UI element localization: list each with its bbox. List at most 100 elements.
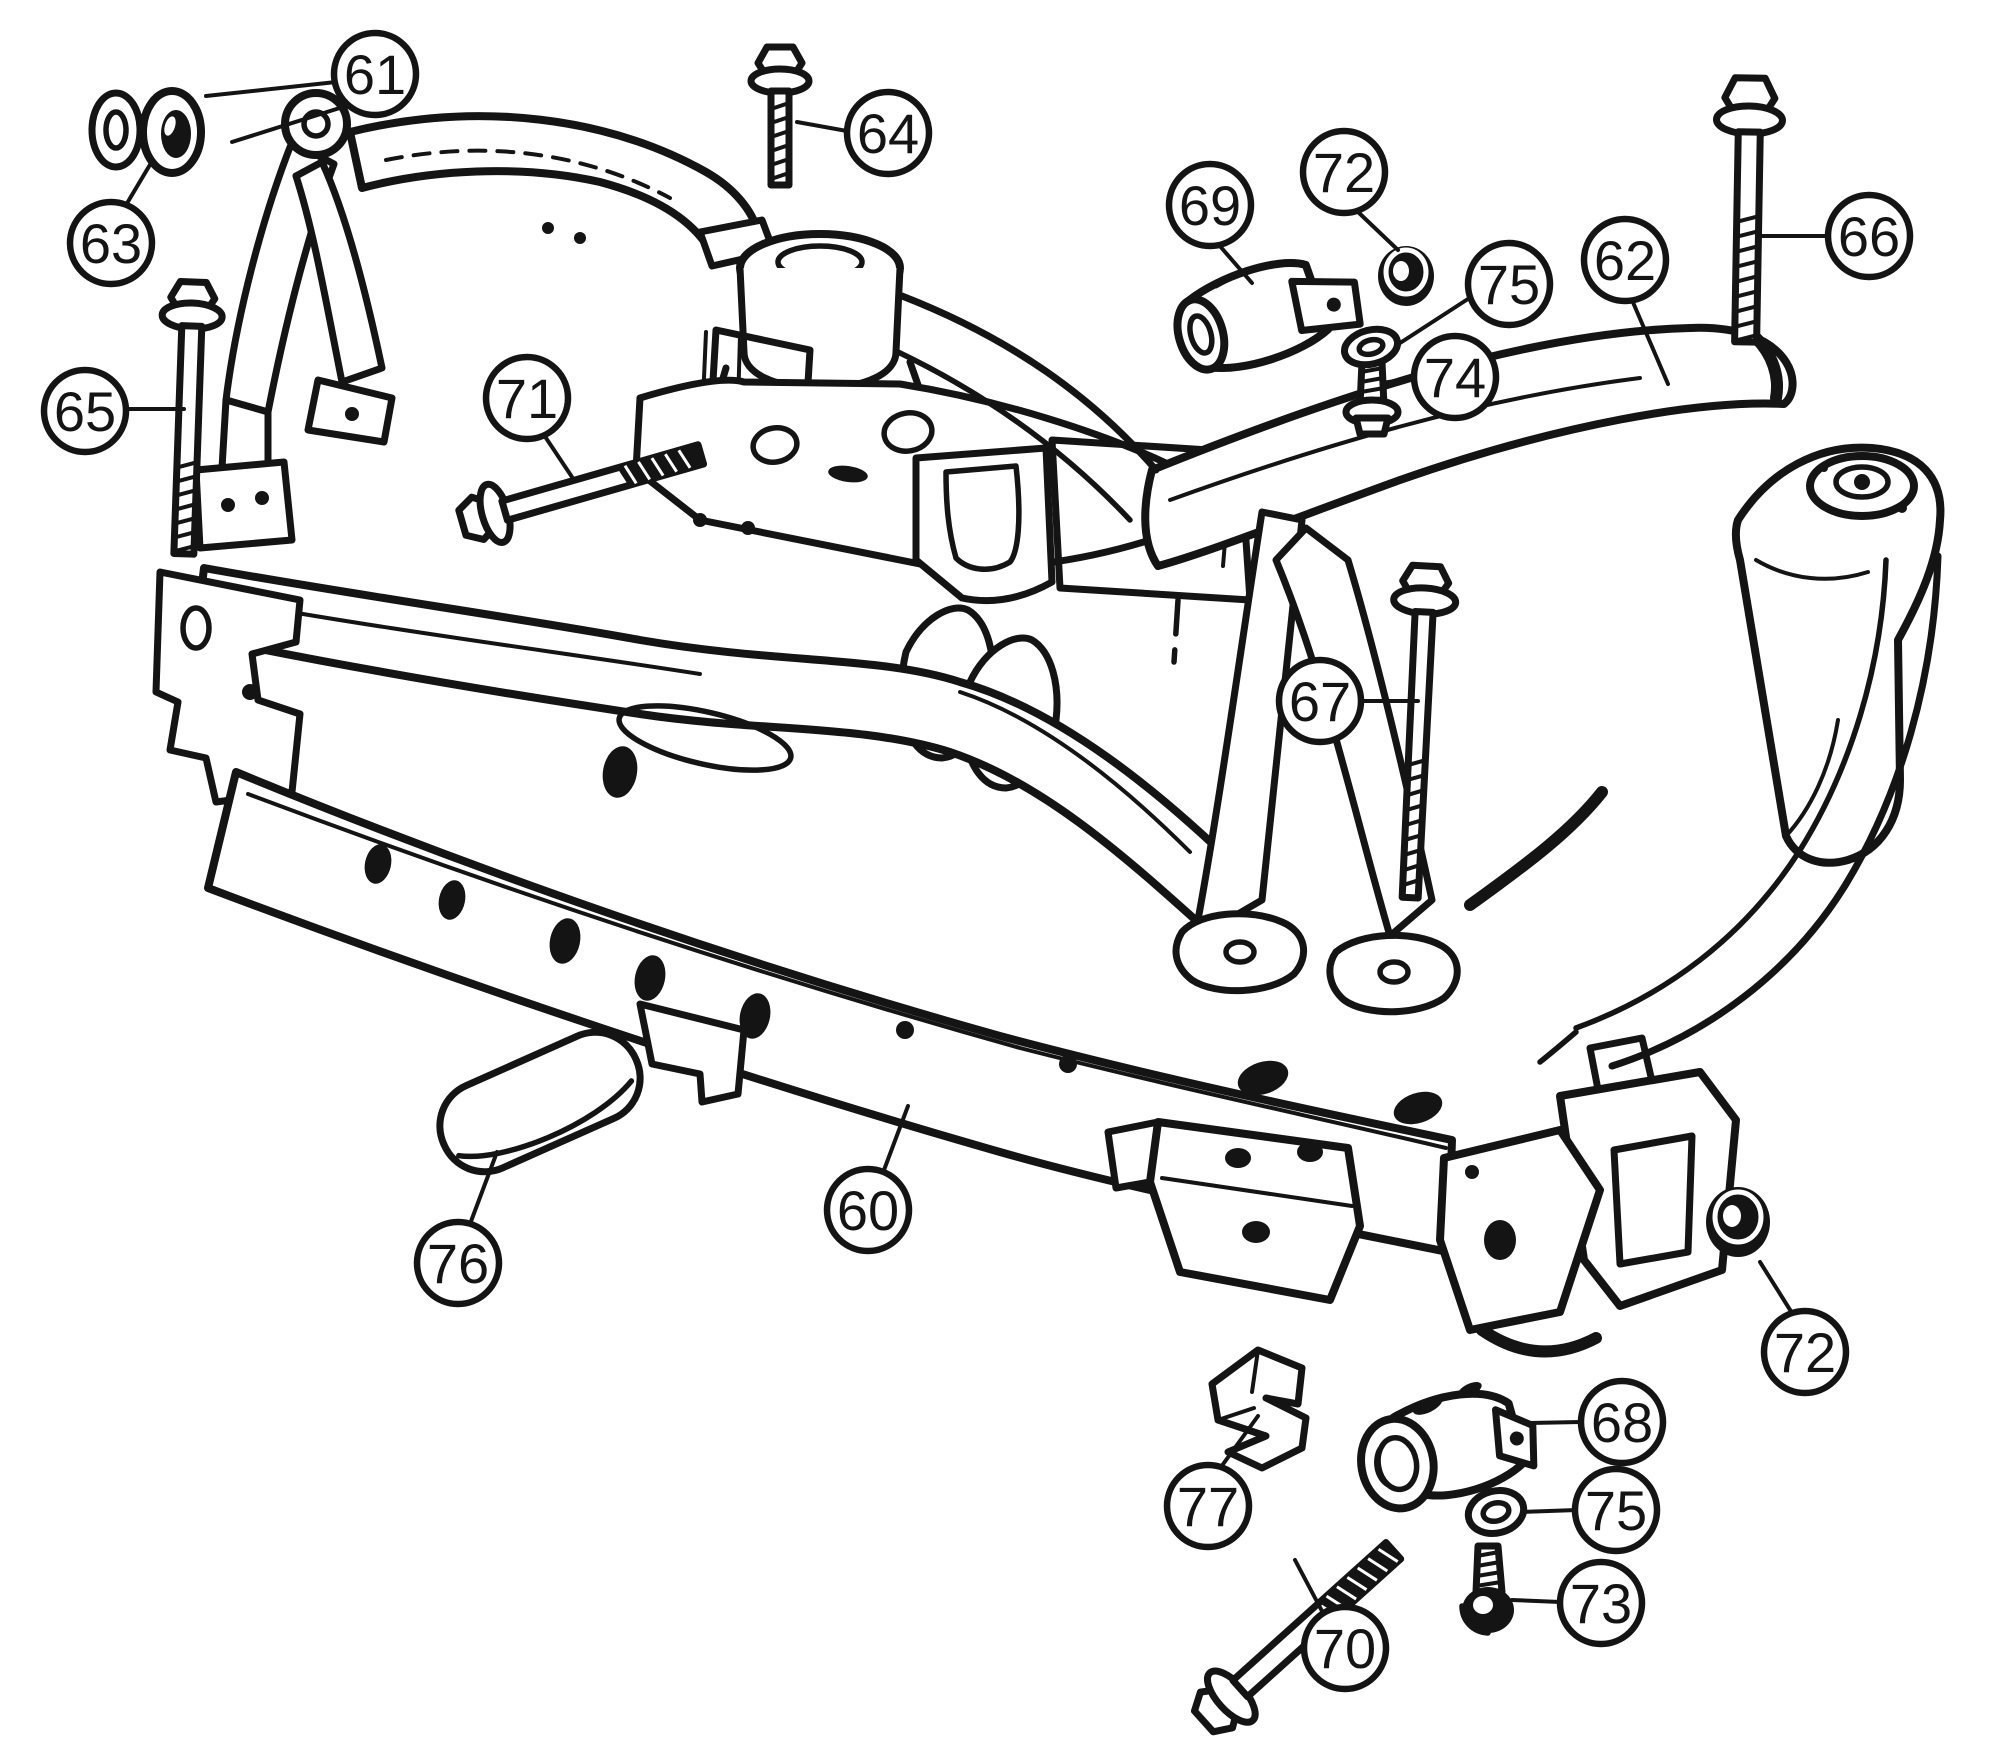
leader-line: [124, 161, 153, 207]
frame-center-right-links: [895, 292, 1160, 523]
frame-upper-left-arm: [346, 112, 762, 266]
leader-line: [468, 1150, 499, 1226]
callout-circle: [66, 198, 156, 288]
callouts-layer: 60 61 62 63 64 65 66 67 68 69 70 71 72 72 73 74 75 75 76 77: [40, 29, 1914, 1693]
part-bushing-69: [1173, 259, 1364, 374]
frame-tow-bracket: [1104, 1118, 1364, 1304]
callout-71: 71: [482, 353, 574, 479]
leader-line: [1355, 209, 1400, 252]
callout-label: 74: [1424, 346, 1486, 409]
leader-line: [1217, 243, 1254, 285]
part-flange-nut-72a: [1378, 246, 1434, 306]
callout-61: 61: [204, 29, 420, 144]
callout-label: 73: [1570, 1572, 1632, 1635]
callout-circle: [1571, 1465, 1661, 1555]
callout-circle: [1299, 127, 1389, 217]
callout-label: 60: [837, 1179, 899, 1242]
callout-label: 68: [1591, 1391, 1653, 1454]
leader-line: [1395, 295, 1473, 347]
callout-label: 75: [1585, 1479, 1647, 1542]
leader-line: [1758, 1260, 1794, 1315]
part-flange-nut-72b: [1706, 1187, 1770, 1257]
callout-circle: [843, 88, 933, 178]
callout-76: 76: [413, 1150, 503, 1308]
frame-right-end-brackets: [1436, 1034, 1740, 1358]
callout-60: 60: [823, 1104, 913, 1255]
callout-70: 70: [1293, 1558, 1390, 1693]
callout-65: 65: [40, 366, 186, 456]
callout-label: 75: [1478, 253, 1540, 316]
callout-circle: [1163, 1461, 1253, 1551]
callout-63: 63: [66, 161, 156, 288]
leader-line: [1527, 1420, 1583, 1425]
callout-circle: [1275, 656, 1365, 746]
part-flange-bolt-65: [158, 278, 226, 558]
part-flange-bolt-67: [1390, 561, 1460, 902]
callout-label: 61: [344, 43, 406, 106]
callout-label: 69: [1179, 174, 1241, 237]
callout-label: 65: [54, 380, 116, 443]
leader-line: [795, 120, 849, 133]
callout-label: 62: [1594, 229, 1656, 292]
leader-line: [204, 80, 338, 98]
frame-deck-plate: [632, 376, 1254, 665]
callout-circle: [1556, 1558, 1646, 1648]
leader-line: [1510, 1598, 1562, 1604]
part-washer-75a: [1340, 325, 1402, 369]
callout-74: 74: [1380, 332, 1500, 422]
callout-label: 72: [1774, 1321, 1836, 1384]
callout-circle: [1300, 1603, 1390, 1693]
part-flange-bolt-64: [747, 43, 813, 189]
callout-label: 63: [80, 212, 142, 275]
callout-73: 73: [1510, 1558, 1646, 1648]
callout-circle: [1580, 215, 1670, 305]
callout-circle: [482, 353, 572, 443]
frame-left-end-bracket: [152, 568, 304, 806]
callout-label: 72: [1313, 141, 1375, 204]
callout-label: 77: [1177, 1475, 1239, 1538]
part-flange-bolt-71: [455, 441, 708, 546]
callout-67: 67: [1275, 656, 1420, 746]
part-insulator-grommets-61-63: [88, 87, 205, 177]
callout-label: 71: [496, 367, 558, 430]
callout-circle: [1165, 160, 1255, 250]
leader-line: [1630, 298, 1670, 386]
part-curved-arm-62: [1141, 323, 1797, 570]
callout-label: 66: [1838, 205, 1900, 268]
part-cover-pad-76: [436, 1028, 644, 1176]
callout-label: 64: [857, 102, 919, 165]
callout-69: 69: [1165, 160, 1255, 285]
callout-77: 77: [1163, 1414, 1260, 1551]
callout-circle: [1464, 239, 1554, 329]
leader-line: [1380, 376, 1416, 385]
leader-line: [542, 433, 574, 479]
callout-circle: [40, 366, 130, 456]
frame-support-stand: [1172, 508, 1461, 1016]
callout-label: 67: [1289, 670, 1351, 733]
callout-circle: [1577, 1377, 1667, 1467]
callout-66: 66: [1760, 191, 1914, 281]
part-flange-bolt-66: [1712, 74, 1786, 346]
leader-line: [1219, 1414, 1260, 1469]
callout-circle: [1410, 332, 1500, 422]
callout-circle: [330, 29, 420, 119]
part-clip-bracket-77: [1208, 1346, 1310, 1472]
leader-line: [1520, 1508, 1579, 1514]
callout-circle: [1760, 1307, 1850, 1397]
frame-right-mount-tower: [1731, 443, 1945, 867]
callout-72: 72: [1299, 127, 1400, 252]
callout-circle: [413, 1218, 503, 1308]
leader-line: [230, 104, 348, 144]
callout-label: 70: [1314, 1617, 1376, 1680]
leader-line: [1293, 1558, 1325, 1615]
callout-label: 76: [427, 1232, 489, 1295]
callout-68: 68: [1527, 1377, 1667, 1467]
part-bushing-68: [1357, 1382, 1538, 1513]
callout-72-b: 72: [1758, 1260, 1850, 1397]
callout-75-b: 75: [1520, 1465, 1661, 1555]
leader-line: [882, 1104, 910, 1172]
part-washer-75b: [1464, 1487, 1528, 1537]
frame-right-descender: [1464, 552, 1942, 1070]
